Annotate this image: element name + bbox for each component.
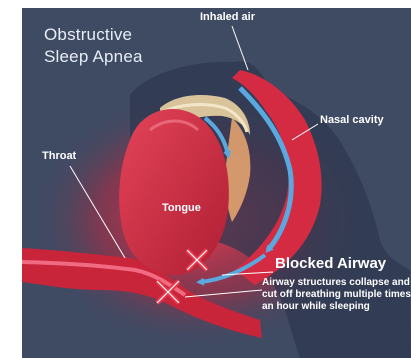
nasal-cavity-label: Nasal cavity: [320, 114, 384, 126]
blocked-airway-description: Airway structures collapse and cut off b…: [262, 277, 411, 313]
throat-label: Throat: [42, 150, 76, 162]
tongue-shape: [119, 109, 229, 275]
title-line-1: Obstructive: [44, 24, 132, 46]
inhaled-air-label: Inhaled air: [200, 11, 255, 23]
blocked-airway-label: Blocked Airway: [275, 255, 386, 272]
tongue-label: Tongue: [162, 202, 201, 214]
title-line-2: Sleep Apnea: [44, 46, 143, 68]
